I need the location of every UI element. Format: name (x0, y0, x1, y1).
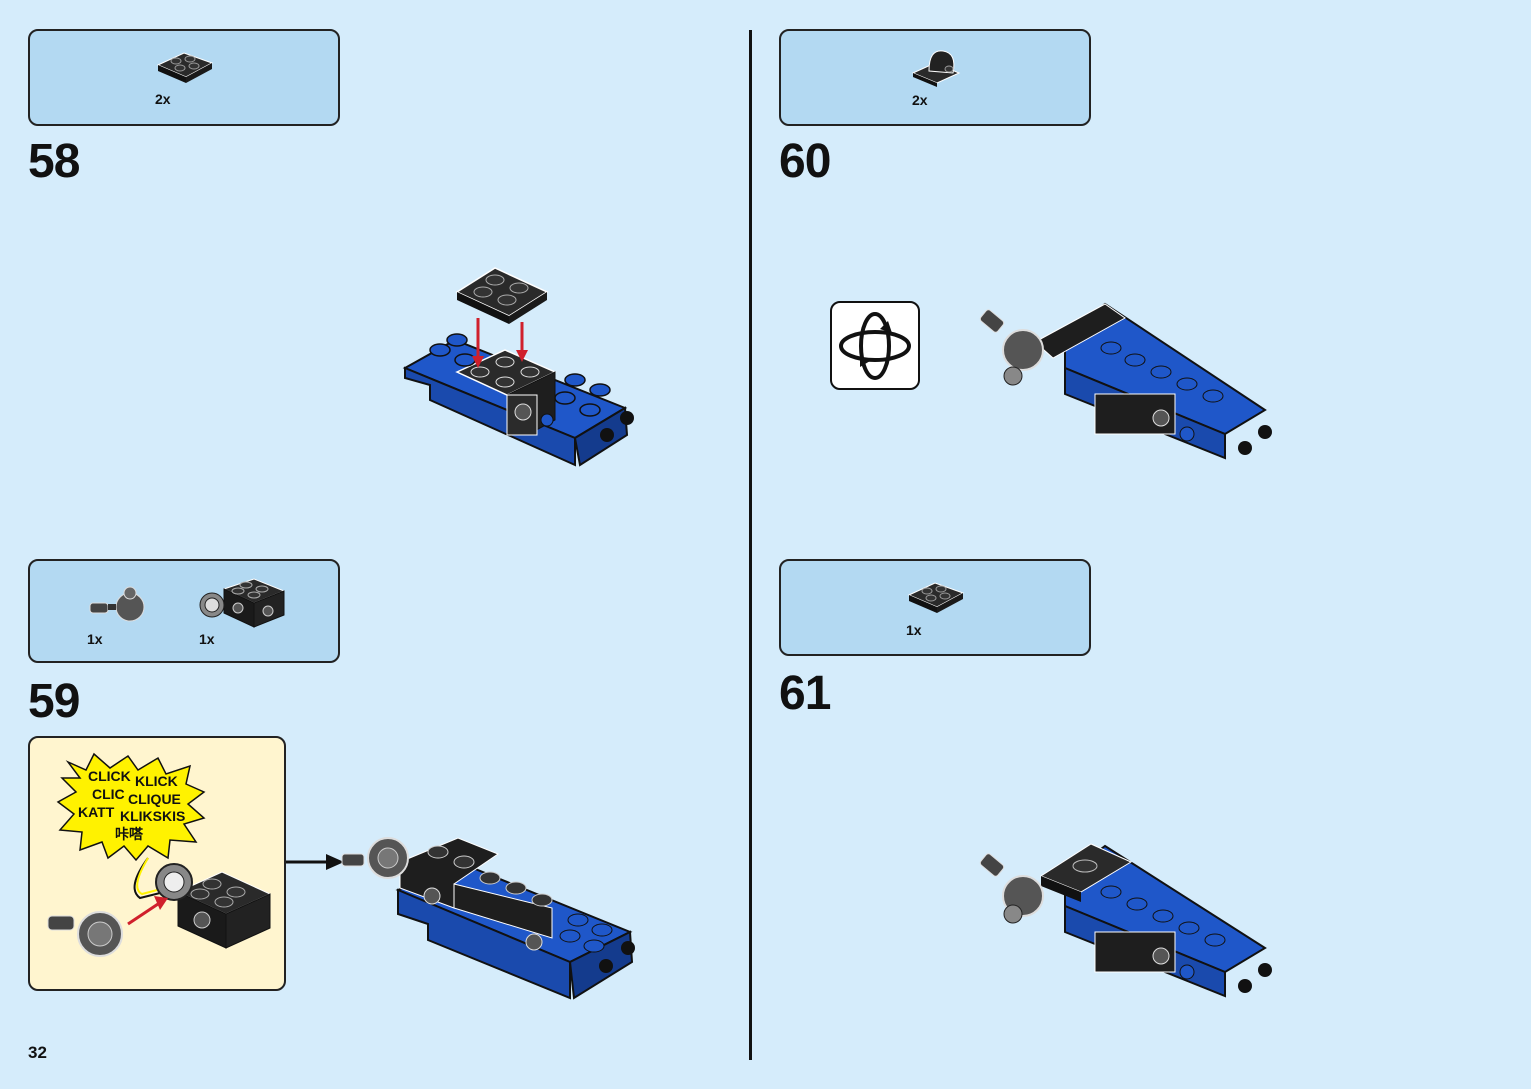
black-2x2-plate-icon (905, 579, 969, 619)
part-qty: 1x (87, 631, 103, 647)
parts-box-step-60: 2x (779, 29, 1091, 126)
step-number: 59 (28, 674, 79, 729)
rotate-model-box (830, 301, 920, 390)
part-qty: 1x (199, 631, 215, 647)
step-number: 60 (779, 134, 830, 189)
callout-detail (30, 738, 288, 993)
parts-box-step-59: 1x 1x (28, 559, 340, 663)
page-number: 32 (28, 1043, 47, 1063)
parts-box-step-61: 1x (779, 559, 1091, 656)
step-59-arrow (286, 852, 346, 872)
gray-ball-joint-icon (88, 585, 158, 629)
part-qty: 2x (912, 92, 928, 108)
step-61-model (975, 836, 1280, 1006)
black-2x2-plate-icon (154, 49, 218, 89)
parts-box-step-58: 2x (28, 29, 340, 126)
click-callout: CLICK KLICK CLIC CLIQUE KATT KLIKSKIS 咔嗒 (28, 736, 286, 991)
step-number: 61 (779, 666, 830, 721)
part-qty: 2x (155, 91, 171, 107)
part-qty: 1x (906, 622, 922, 638)
black-technic-brick-icon (198, 575, 286, 631)
step-60-model (975, 298, 1280, 468)
step-59-model (338, 828, 638, 1008)
page-divider (749, 30, 752, 1060)
step-number: 58 (28, 134, 79, 189)
black-round-plate-icon (909, 45, 965, 89)
step-58-model (395, 260, 640, 475)
rotate-model-icon (836, 307, 914, 385)
